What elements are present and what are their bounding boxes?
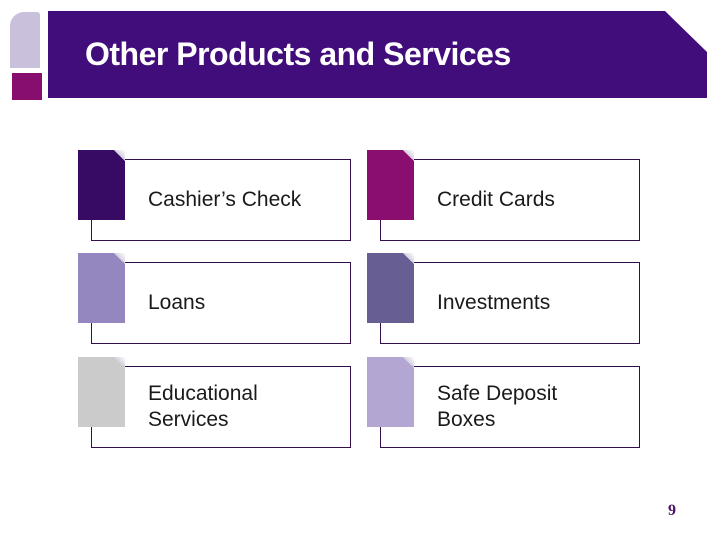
corner-magenta-square <box>12 73 42 100</box>
page-number: 9 <box>668 502 676 519</box>
corner-lavender-shape <box>10 12 40 68</box>
card-educational-services: Educational Services <box>78 357 351 448</box>
card-outline: Safe Deposit Boxes <box>380 366 640 448</box>
card-bullet-square <box>78 357 125 427</box>
card-label: Cashier’s Check <box>148 187 302 211</box>
card-investments: Investments <box>367 253 640 344</box>
square-fill <box>78 150 125 220</box>
folded-corner <box>114 357 125 368</box>
folded-corner <box>114 150 125 161</box>
card-label: Loans <box>148 290 206 314</box>
card-label: Safe Deposit Boxes <box>437 381 558 431</box>
folded-corner <box>403 150 414 161</box>
card-outline: Loans <box>91 262 351 344</box>
card-cashiers-check: Cashier’s Check <box>78 150 351 241</box>
square-fill <box>367 150 414 220</box>
card-bullet-square <box>367 150 414 220</box>
card-bullet-square <box>78 253 125 323</box>
card-label: Credit Cards <box>437 187 555 211</box>
card-safe-deposit-boxes: Safe Deposit Boxes <box>367 357 640 448</box>
card-bullet-square <box>367 253 414 323</box>
title-bar: Other Products and Services <box>48 11 707 98</box>
card-loans: Loans <box>78 253 351 344</box>
square-fill <box>78 357 125 427</box>
square-fill <box>367 357 414 427</box>
folded-corner <box>403 357 414 368</box>
card-outline: Investments <box>380 262 640 344</box>
card-outline: Credit Cards <box>380 159 640 241</box>
folded-corner <box>114 253 125 264</box>
card-credit-cards: Credit Cards <box>367 150 640 241</box>
card-bullet-square <box>78 150 125 220</box>
card-label: Investments <box>437 290 551 314</box>
square-fill <box>367 253 414 323</box>
folded-corner <box>403 253 414 264</box>
card-label: Educational Services <box>148 381 258 431</box>
card-outline: Cashier’s Check <box>91 159 351 241</box>
page-title: Other Products and Services <box>85 36 511 72</box>
card-bullet-square <box>367 357 414 427</box>
square-fill <box>78 253 125 323</box>
card-outline: Educational Services <box>91 366 351 448</box>
